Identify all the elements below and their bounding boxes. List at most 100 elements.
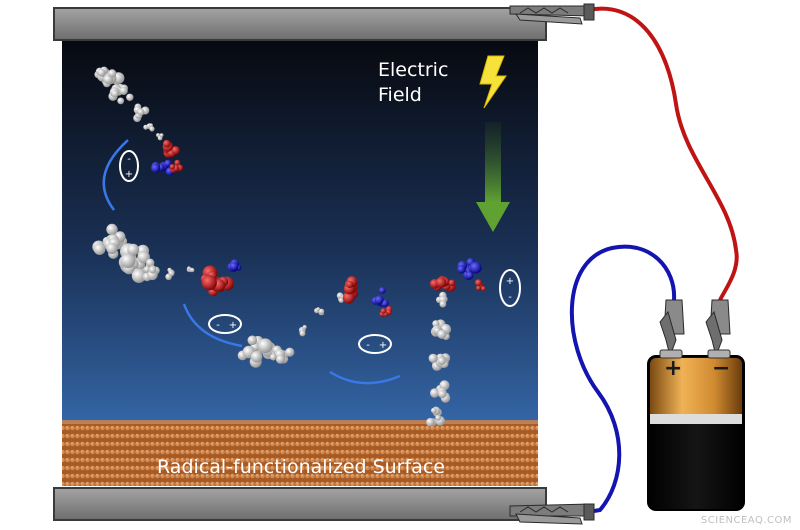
alligator-clip-red xyxy=(705,299,731,358)
atom-sphere xyxy=(190,268,195,272)
atom-sphere xyxy=(151,163,161,173)
atom-sphere xyxy=(469,261,482,274)
rotation-arc xyxy=(329,370,401,385)
atom-sphere xyxy=(149,126,155,132)
battery xyxy=(647,349,745,511)
charge-indicator: + - xyxy=(499,269,521,307)
atom-sphere xyxy=(106,223,118,236)
atom-sphere xyxy=(159,133,164,138)
battery-minus-label: − xyxy=(712,356,731,381)
atom-sphere xyxy=(299,330,306,337)
alligator-clip-top xyxy=(509,3,595,25)
alligator-clip-blue xyxy=(659,299,685,358)
watermark: SCIENCEAQ.COM xyxy=(700,515,792,526)
atom-sphere xyxy=(247,335,258,346)
atom-sphere xyxy=(229,262,239,271)
atom-sphere xyxy=(257,338,273,354)
red-wire xyxy=(587,6,739,301)
atom-sphere xyxy=(120,253,136,269)
electric-field-label-line1: Electric xyxy=(378,59,449,81)
atom-sphere xyxy=(143,266,151,273)
molecule xyxy=(94,66,184,176)
atom-sphere xyxy=(476,285,481,291)
field-chamber-background xyxy=(62,38,538,428)
charge-indicator: - + xyxy=(119,150,139,182)
atom-sphere xyxy=(137,250,150,264)
svg-text:-: - xyxy=(127,154,131,165)
charge-indicator: - + xyxy=(208,314,242,334)
atom-sphere xyxy=(316,307,321,311)
atom-sphere xyxy=(437,357,446,365)
atom-sphere xyxy=(275,354,286,364)
atom-sphere xyxy=(250,351,263,363)
svg-text:-: - xyxy=(366,340,370,351)
atom-sphere xyxy=(171,146,180,155)
atom-sphere xyxy=(437,329,447,339)
atom-sphere xyxy=(475,279,482,287)
atom-sphere xyxy=(131,268,146,283)
rotation-arc xyxy=(182,303,243,348)
lightning-bolt-icon xyxy=(479,55,507,109)
atom-sphere xyxy=(435,277,447,288)
atom-sphere xyxy=(439,300,447,308)
atom-sphere xyxy=(174,159,181,166)
rotation-arcs xyxy=(102,139,401,385)
atom-sphere xyxy=(164,159,172,167)
atom-sphere xyxy=(430,388,440,398)
molecule xyxy=(426,258,486,427)
atom-sphere xyxy=(342,291,355,304)
alligator-clip-bottom xyxy=(509,503,595,525)
atom-sphere xyxy=(201,275,217,291)
charge-indicator: - + xyxy=(358,334,392,354)
radical-surface xyxy=(62,420,538,486)
atom-sphere xyxy=(97,68,106,77)
electric-field-label: Electric Field xyxy=(378,58,448,108)
atom-sphere xyxy=(169,164,175,170)
bottom-electrode-plate xyxy=(53,487,547,521)
blue-wire xyxy=(569,244,677,514)
molecule xyxy=(237,276,393,368)
atom-sphere xyxy=(431,407,437,414)
atom-sphere xyxy=(146,258,155,267)
battery-plus-label: + xyxy=(664,356,683,381)
atom-sphere xyxy=(438,390,447,399)
svg-text:-: - xyxy=(508,292,512,303)
atom-sphere xyxy=(117,97,125,105)
atom-sphere xyxy=(457,265,466,274)
atom-sphere xyxy=(285,347,295,357)
field-arrow-icon xyxy=(476,122,510,232)
atom-sphere xyxy=(168,270,175,277)
svg-text:+: + xyxy=(125,169,133,180)
atom-sphere xyxy=(119,86,128,95)
atom-sphere xyxy=(162,139,171,148)
molecule xyxy=(92,223,242,297)
svg-text:+: + xyxy=(506,276,514,287)
atom-sphere xyxy=(346,280,354,289)
atom-sphere xyxy=(380,308,387,314)
atom-sphere xyxy=(111,89,119,98)
atom-sphere xyxy=(269,353,277,361)
atom-sphere xyxy=(378,287,386,294)
atom-sphere xyxy=(148,266,157,274)
top-electrode-plate xyxy=(53,7,547,41)
atom-sphere xyxy=(338,297,344,303)
atom-sphere xyxy=(374,295,384,305)
atom-sphere xyxy=(465,271,474,280)
molecule-group xyxy=(92,66,486,427)
rotation-arc xyxy=(102,139,129,211)
electric-field-label-line2: Field xyxy=(378,84,422,106)
svg-text:+: + xyxy=(229,320,237,331)
surface-label: Radical-functionalized Surface xyxy=(157,456,445,478)
atom-sphere xyxy=(448,279,456,286)
atom-sphere xyxy=(318,308,325,315)
atom-sphere xyxy=(137,108,145,116)
atom-sphere xyxy=(149,123,153,127)
atom-sphere xyxy=(435,414,441,421)
atom-sphere xyxy=(106,242,118,255)
svg-text:-: - xyxy=(216,320,220,331)
atom-sphere xyxy=(126,93,134,102)
atom-sphere xyxy=(127,243,140,256)
atom-sphere xyxy=(481,286,486,291)
svg-text:+: + xyxy=(379,340,387,351)
